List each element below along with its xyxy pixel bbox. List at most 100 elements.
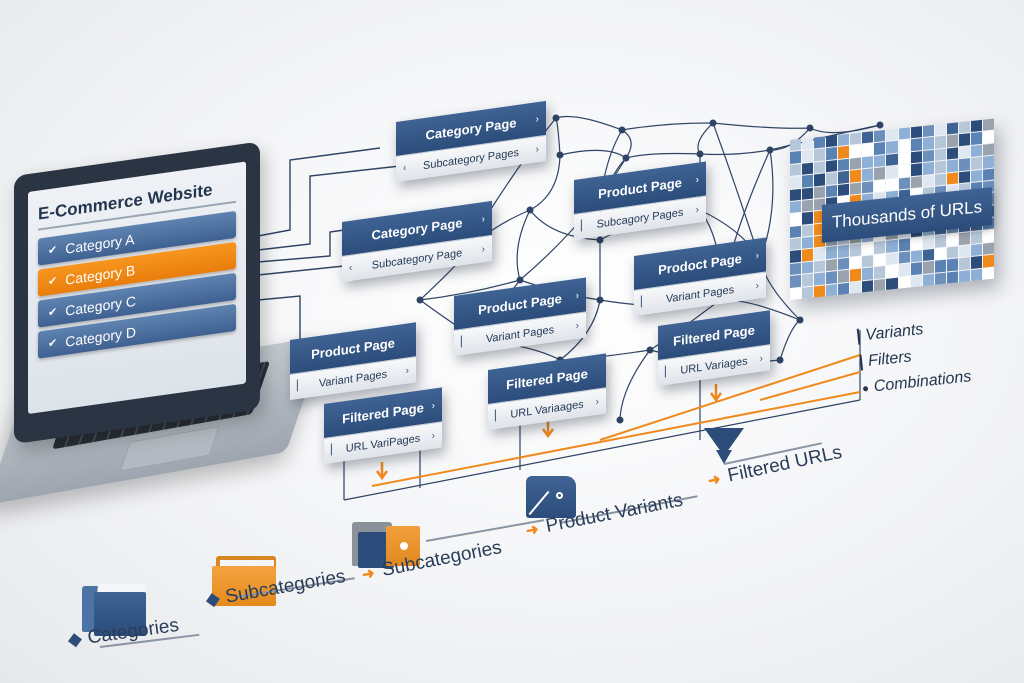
url-tile (802, 174, 814, 188)
url-tile (790, 163, 802, 177)
network-node (709, 119, 717, 127)
chevron-right-icon: › (405, 365, 409, 377)
url-tile (982, 242, 994, 255)
url-tile (958, 257, 970, 270)
url-tile (862, 155, 874, 169)
url-tile (922, 248, 934, 262)
url-tile (910, 138, 922, 152)
url-tile (874, 179, 886, 193)
url-tile (958, 121, 970, 134)
url-tile (874, 154, 886, 168)
url-tile (922, 236, 934, 249)
card-subtitle: Variant Pages (485, 323, 555, 346)
network-node (646, 346, 654, 354)
url-tile (838, 245, 850, 258)
arrow-right-icon: ➜ (524, 520, 541, 540)
url-tile (886, 264, 898, 278)
check-icon: ✔ (48, 243, 58, 258)
funnel-icon (704, 428, 744, 464)
url-tile (862, 267, 874, 281)
arrow-right-icon: ➜ (706, 470, 723, 490)
url-tile (814, 260, 826, 273)
network-node (696, 150, 704, 158)
url-tile (982, 130, 994, 144)
url-tile (970, 231, 982, 244)
network-link (555, 115, 623, 131)
handle-icon: ▏ (641, 295, 649, 309)
url-tile (790, 275, 802, 288)
url-tile (814, 148, 826, 162)
connector-rail (257, 295, 301, 340)
network-node (796, 316, 804, 324)
url-tile (826, 283, 838, 297)
network-node (766, 146, 774, 154)
url-tile (898, 176, 910, 190)
laptop-screen: E-Commerce Website ✔ Category A ✔ Catego… (28, 161, 246, 415)
url-tile (922, 137, 934, 150)
url-tile (934, 259, 946, 273)
card-title: Filtered Page (506, 365, 588, 392)
url-tile (946, 147, 958, 160)
url-tile (934, 136, 946, 149)
url-tile (982, 118, 994, 132)
network-link (529, 154, 561, 211)
chevron-right-icon: › (759, 353, 763, 365)
network-link (619, 349, 651, 421)
dot-marker-icon (862, 385, 869, 392)
url-tile (898, 251, 910, 264)
card-title: Category Page (371, 214, 463, 243)
frame-line (343, 399, 861, 501)
network-node (876, 121, 884, 129)
handle-icon: ▏ (331, 443, 339, 457)
url-tile (790, 287, 802, 300)
card-subtitle: URL Variaages (510, 398, 584, 421)
url-tile (922, 149, 934, 163)
chevron-right-icon: › (431, 430, 435, 442)
connector-rail (257, 165, 401, 251)
url-tile (958, 133, 970, 147)
url-tile (982, 267, 994, 280)
chevron-right-icon: › (695, 173, 699, 186)
url-tile (886, 277, 898, 290)
chevron-right-icon: › (595, 396, 599, 408)
orange-flow-line (599, 354, 861, 441)
url-tile (874, 253, 886, 267)
url-tile (850, 256, 862, 269)
url-tile (910, 237, 922, 251)
url-tile (790, 250, 802, 263)
network-link (621, 129, 632, 159)
url-tile (826, 147, 838, 160)
url-tile (910, 274, 922, 288)
url-tile (802, 286, 814, 299)
network-link (559, 299, 601, 361)
orange-down-arrow-icon (709, 384, 723, 403)
connector-rail (257, 265, 345, 276)
network-node (552, 114, 560, 122)
url-tile (958, 170, 970, 184)
url-tile (910, 262, 922, 275)
network-link (555, 117, 561, 156)
chevron-right-icon: › (481, 213, 485, 225)
url-tile (814, 284, 826, 298)
card-title: Category Page (425, 114, 517, 143)
chevron-left-icon: ‹ (349, 262, 353, 275)
chevron-right-icon: › (575, 320, 579, 332)
check-icon: ✔ (48, 305, 58, 320)
url-tile (958, 145, 970, 159)
laptop: E-Commerce Website ✔ Category A ✔ Catego… (14, 141, 260, 445)
url-tile (946, 246, 958, 259)
url-tile (802, 236, 814, 250)
url-tile (922, 162, 934, 175)
url-tile (922, 261, 934, 274)
url-tile (850, 182, 862, 195)
url-tile (970, 132, 982, 145)
url-tile (862, 279, 874, 293)
handle-icon: ▏ (665, 365, 673, 379)
url-tile (790, 213, 802, 226)
chevron-right-icon: › (535, 143, 539, 156)
url-tile (814, 272, 826, 286)
url-tile (862, 180, 874, 194)
network-link (419, 279, 521, 301)
url-tile (850, 132, 862, 146)
url-tile (802, 224, 814, 237)
